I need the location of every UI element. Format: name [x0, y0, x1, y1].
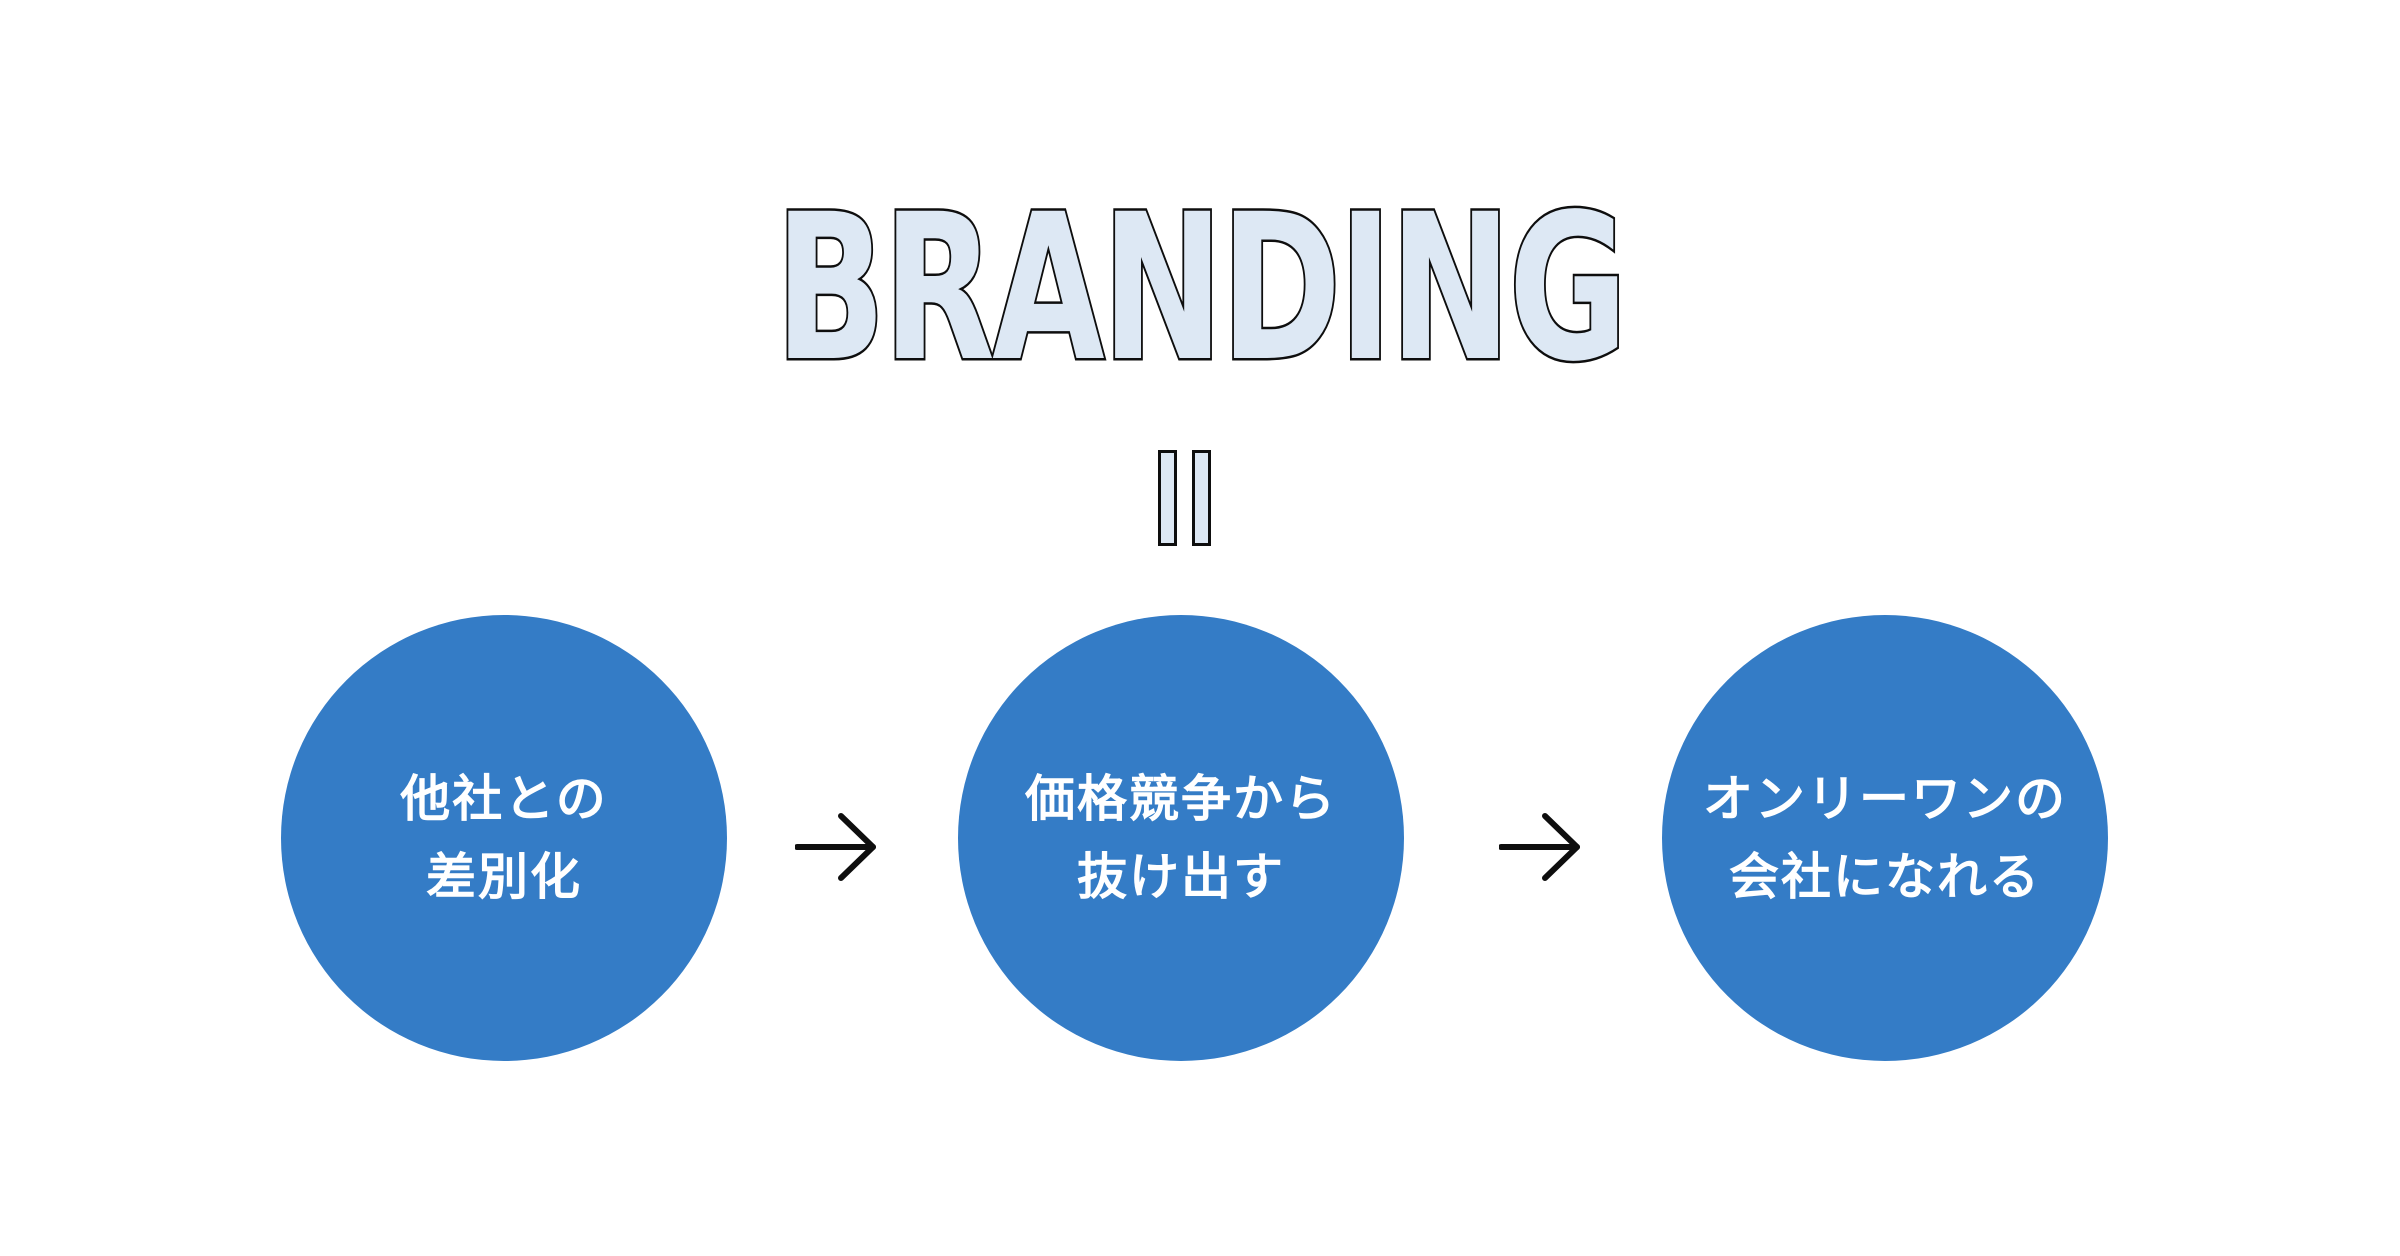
equals-bar-left: [1158, 450, 1177, 546]
step-label: オンリーワンの 会社になれる: [1703, 760, 2067, 916]
equals-bar-right: [1192, 450, 1211, 546]
step-circle-only-one-company: オンリーワンの 会社になれる: [1662, 615, 2108, 1061]
step-label: 価格競争から 抜け出す: [1025, 760, 1337, 916]
step-label-line1: 価格競争から: [1025, 770, 1337, 828]
step-label-line1: 他社との: [400, 770, 608, 828]
step-label-line2: 抜け出す: [1077, 848, 1285, 906]
step-label-line1: オンリーワンの: [1703, 770, 2067, 828]
step-label-line2: 会社になれる: [1729, 848, 2041, 906]
step-circle-escape-price-war: 価格競争から 抜け出す: [958, 615, 1404, 1061]
right-arrow-icon: [795, 813, 876, 881]
page-title: BRANDING: [773, 170, 1630, 406]
step-label: 他社との 差別化: [400, 760, 608, 916]
step-label-line2: 差別化: [426, 848, 582, 906]
step-circle-differentiation: 他社との 差別化: [281, 615, 727, 1061]
right-arrow-icon: [1499, 813, 1580, 881]
equals-sign: [1152, 450, 1224, 546]
